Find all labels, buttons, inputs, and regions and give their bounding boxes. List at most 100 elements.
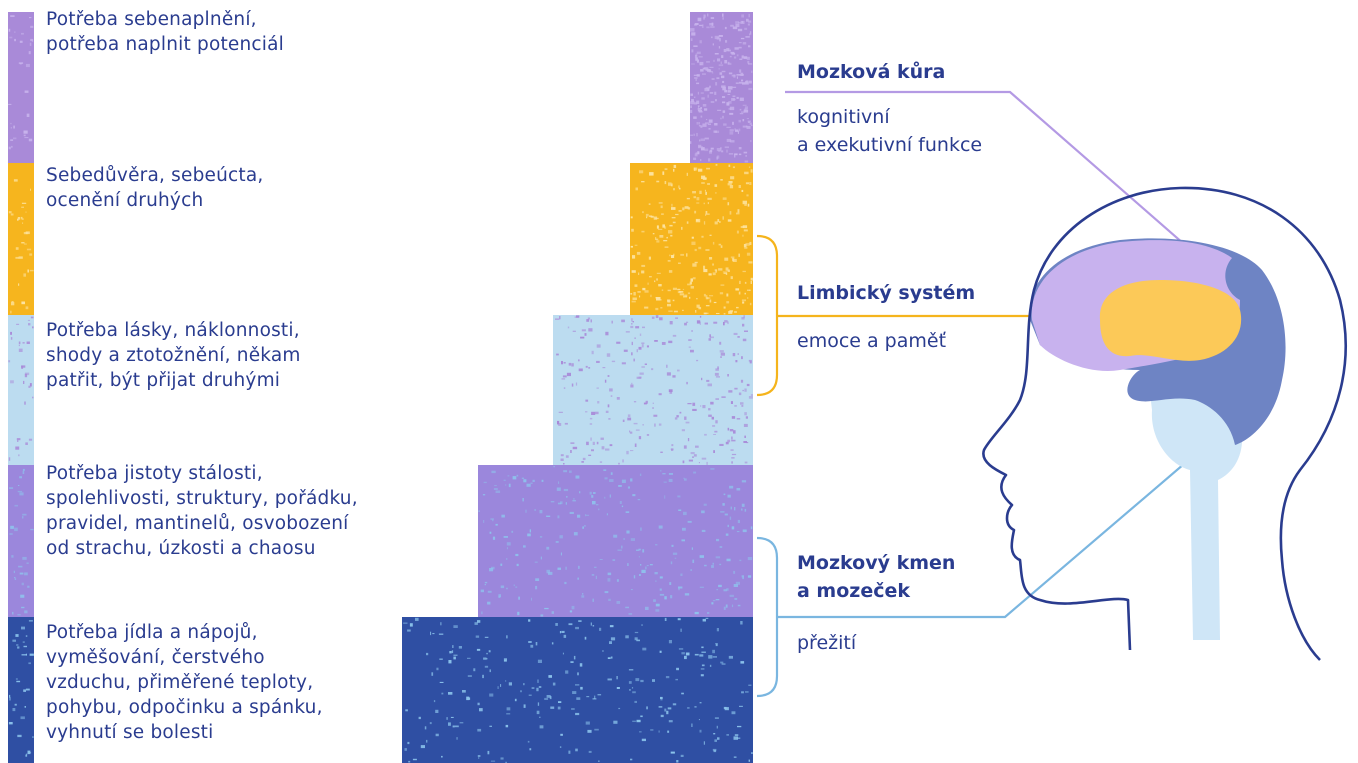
texture-speck (590, 319, 592, 323)
texture-speck (506, 635, 508, 639)
texture-speck (20, 216, 23, 219)
texture-speck (727, 90, 731, 93)
texture-speck (613, 720, 618, 724)
texture-speck (605, 448, 610, 451)
texture-speck (630, 384, 634, 388)
texture-speck (717, 737, 720, 740)
texture-speck (682, 309, 684, 311)
texture-speck (664, 617, 667, 621)
texture-speck (692, 408, 697, 411)
texture-speck (23, 130, 28, 134)
texture-speck (744, 27, 748, 30)
texture-speck (698, 105, 699, 109)
texture-speck (11, 301, 14, 303)
texture-speck (573, 655, 576, 660)
texture-speck (738, 128, 741, 132)
texture-speck (632, 321, 634, 323)
texture-speck (639, 170, 644, 174)
texture-speck (489, 669, 491, 673)
texture-speck (630, 758, 633, 761)
texture-speck (690, 93, 693, 96)
texture-speck (28, 138, 33, 142)
texture-speck (21, 301, 25, 305)
texture-speck (673, 310, 678, 313)
texture-speck (744, 330, 748, 332)
texture-speck (668, 720, 673, 723)
texture-speck (566, 496, 568, 498)
texture-speck (17, 490, 23, 493)
texture-speck (724, 146, 729, 149)
texture-speck (21, 218, 24, 220)
texture-speck (698, 122, 700, 125)
texture-speck (719, 350, 724, 353)
texture-speck (22, 468, 25, 471)
texture-speck (736, 531, 740, 533)
texture-speck (571, 605, 575, 610)
texture-speck (729, 55, 732, 58)
texture-speck (633, 358, 635, 362)
texture-speck (704, 148, 709, 152)
texture-speck (739, 108, 742, 111)
texture-speck (631, 352, 633, 356)
texture-speck (725, 267, 729, 271)
texture-speck (741, 189, 744, 192)
texture-speck (448, 660, 452, 664)
texture-speck (606, 513, 608, 516)
texture-speck (580, 336, 585, 339)
texture-speck (23, 380, 25, 384)
texture-speck (621, 505, 624, 508)
texture-speck (715, 643, 718, 647)
texture-speck (475, 635, 480, 638)
texture-speck (634, 284, 638, 287)
texture-speck (631, 300, 636, 303)
texture-speck (639, 333, 642, 336)
texture-speck (700, 125, 703, 128)
texture-speck (635, 678, 640, 682)
texture-speck (686, 381, 688, 385)
texture-speck (609, 444, 613, 447)
texture-speck (738, 147, 742, 150)
texture-speck (652, 233, 655, 235)
texture-speck (21, 626, 25, 630)
texture-speck (696, 100, 700, 104)
texture-speck (723, 272, 727, 274)
texture-speck (555, 318, 560, 320)
texture-speck (521, 477, 525, 479)
texture-speck (581, 329, 586, 332)
texture-speck (22, 222, 24, 224)
texture-speck (16, 438, 21, 441)
texture-speck (726, 734, 729, 736)
texture-speck (616, 579, 619, 582)
texture-speck (738, 185, 741, 188)
texture-speck (737, 353, 739, 355)
texture-speck (628, 681, 632, 684)
texture-speck (498, 594, 501, 597)
texture-speck (711, 72, 714, 74)
texture-speck (691, 547, 693, 550)
texture-speck (678, 262, 681, 264)
texture-speck (735, 82, 739, 84)
texture-speck (579, 663, 583, 667)
texture-speck (696, 359, 699, 362)
texture-speck (16, 323, 20, 325)
texture-speck (688, 346, 691, 348)
texture-speck (744, 435, 746, 438)
texture-speck (686, 172, 688, 176)
texture-speck (656, 272, 661, 274)
need-bar-physiological (8, 617, 34, 763)
texture-speck (16, 644, 19, 646)
texture-speck (641, 264, 646, 267)
texture-speck (709, 66, 714, 68)
texture-speck (739, 705, 743, 707)
texture-speck (408, 760, 411, 763)
texture-speck (556, 353, 559, 356)
texture-speck (731, 436, 733, 440)
texture-speck (25, 753, 28, 755)
texture-speck (731, 74, 736, 77)
texture-speck (621, 479, 626, 483)
texture-speck (736, 96, 739, 99)
texture-speck (629, 689, 631, 691)
texture-speck (8, 146, 11, 150)
texture-speck (744, 412, 747, 416)
texture-speck (724, 320, 728, 323)
